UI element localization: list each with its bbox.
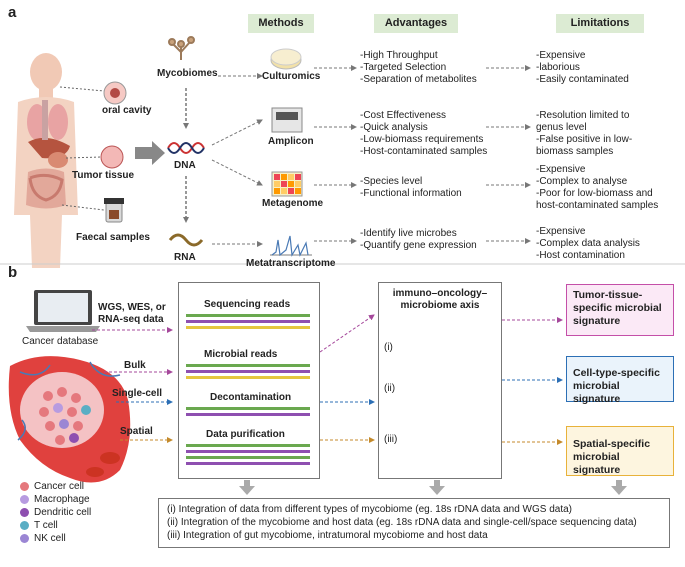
label-faecal-samples: Faecal samples [76, 232, 150, 243]
panel-a-letter: a [8, 4, 17, 21]
label-tumor-tissue: Tumor tissue [72, 170, 135, 181]
peak-plot-icon [270, 235, 312, 257]
limitations-culturomics: -Expensive -laborious -Easily contaminat… [536, 50, 629, 85]
step-sequencing-reads: Sequencing reads [204, 299, 291, 310]
method-amplicon: Amplicon [268, 136, 314, 147]
legend-dendritic-cell: Dendritic cell [20, 506, 91, 519]
integration-item-3: (iii) Integration of gut mycobiome, intr… [167, 530, 488, 541]
axis-item-3-label: (iii) [384, 434, 398, 445]
legend-t-cell: T cell [20, 519, 91, 532]
legend-cancer-cell: Cancer cell [20, 480, 91, 493]
step-decontamination: Decontamination [210, 392, 292, 403]
step-microbial-reads: Microbial reads [204, 349, 278, 360]
integration-item-1: (i) Integration of data from different t… [167, 504, 573, 515]
reads-bars-3 [186, 407, 310, 419]
cell-legend: Cancer cell Macrophage Dendritic cell T … [20, 480, 91, 545]
macrophage-icon [20, 494, 29, 504]
cancer-cell-icon [20, 481, 29, 491]
advantages-amplicon: -Cost Effectiveness -Quick analysis -Low… [360, 110, 488, 157]
limitations-amplicon: -Resolution limited to genus level -Fals… [536, 110, 633, 157]
label-cancer-database: Cancer database [22, 336, 99, 347]
heatmap-icon [271, 171, 303, 197]
step-data-purification: Data purification [206, 429, 285, 440]
axis-title: immuno–oncology– microbiome axis [392, 288, 488, 311]
label-oral-cavity: oral cavity [102, 105, 152, 116]
label-rna: RNA [174, 252, 196, 263]
sequencer-icon [271, 107, 303, 133]
laptop-icon [26, 290, 100, 332]
nk-cell-icon [20, 533, 29, 543]
integration-box: (i) Integration of data from different t… [158, 498, 670, 548]
label-dna: DNA [174, 160, 196, 171]
tumor-tissue-illustration-icon [8, 356, 131, 483]
legend-nk-cell: NK cell [20, 532, 91, 545]
immuno-oncology-microbiome-axis-box [378, 282, 502, 479]
method-culturomics: Culturomics [262, 71, 321, 82]
reads-bars-4 [186, 444, 310, 468]
header-advantages: Advantages [374, 14, 458, 33]
method-metatranscriptome: Metatranscriptome [246, 258, 336, 269]
integration-item-2: (ii) Integration of the mycobiome and ho… [167, 517, 637, 528]
human-body-icon [14, 53, 78, 268]
axis-item-2-label: (ii) [384, 383, 396, 394]
signature-cell-type: Cell-type-specific microbial signature [566, 356, 674, 405]
tumor-tissue-icon [100, 145, 124, 169]
label-data-types: WGS, WES, or RNA-seq data [98, 302, 166, 325]
limitations-metagenome: -Expensive -Complex to analyse -Poor for… [536, 164, 659, 211]
label-spatial: Spatial [120, 426, 153, 437]
legend-macrophage: Macrophage [20, 493, 91, 506]
label-single-cell: Single-cell [112, 388, 163, 399]
mycobiome-icon [168, 36, 195, 60]
panel-b-letter: b [8, 264, 18, 281]
signature-tumor-tissue: Tumor-tissue- specific microbial signatu… [566, 284, 674, 336]
reads-bars-2 [186, 364, 310, 382]
advantages-culturomics: -High Throughput -Targeted Selection -Se… [360, 50, 477, 85]
advantages-metatranscriptome: -Identify live microbes -Quantify gene e… [360, 228, 477, 251]
petri-dish-icon [270, 48, 302, 70]
dendritic-cell-icon [20, 507, 29, 517]
header-limitations: Limitations [556, 14, 644, 33]
faecal-sample-jar-icon [104, 198, 124, 223]
signature-spatial: Spatial-specific microbial signature [566, 426, 674, 476]
label-bulk: Bulk [124, 360, 146, 371]
reads-bars-1 [186, 314, 310, 332]
big-arrow-icon [135, 141, 165, 165]
method-metagenome: Metagenome [262, 198, 324, 209]
limitations-metatranscriptome: -Expensive -Complex data analysis -Host … [536, 226, 640, 261]
header-methods: Methods [248, 14, 314, 33]
axis-item-1-label: (i) [384, 342, 393, 353]
t-cell-icon [20, 520, 29, 530]
dna-helix-icon [167, 142, 205, 154]
advantages-metagenome: -Species level -Functional information [360, 176, 462, 199]
rna-strand-icon [168, 233, 204, 247]
label-mycobiomes: Mycobiomes [157, 68, 218, 79]
